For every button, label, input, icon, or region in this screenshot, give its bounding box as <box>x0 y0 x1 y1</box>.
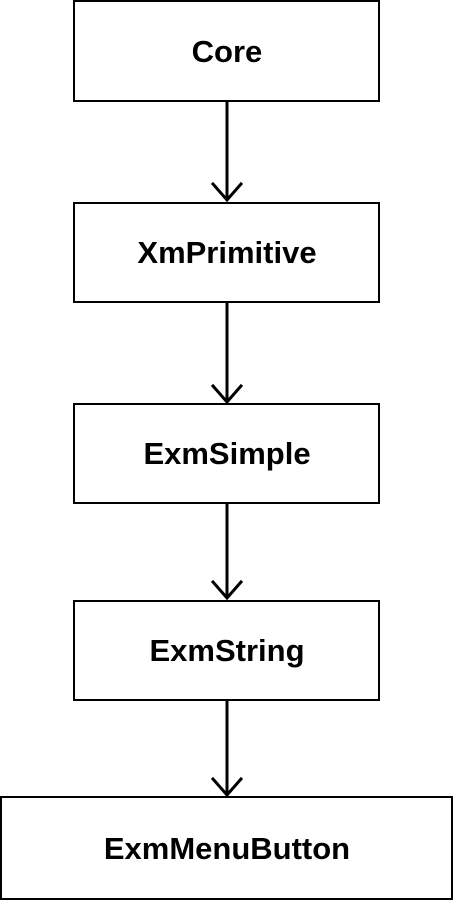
edge-exmstring-to-exmmenubutton <box>210 700 244 798</box>
node-exmstring: ExmString <box>73 600 380 701</box>
node-exmsimple-label: ExmSimple <box>143 436 310 471</box>
node-exmmenubutton: ExmMenuButton <box>0 796 453 900</box>
node-exmsimple: ExmSimple <box>73 403 380 504</box>
edge-core-to-xmprimitive <box>210 101 244 203</box>
edge-exmsimple-to-exmstring <box>210 503 244 601</box>
node-exmstring-label: ExmString <box>149 633 304 668</box>
edge-xmprimitive-to-exmsimple <box>210 302 244 405</box>
node-core: Core <box>73 0 380 102</box>
node-xmprimitive: XmPrimitive <box>73 202 380 303</box>
node-xmprimitive-label: XmPrimitive <box>137 235 316 270</box>
node-exmmenubutton-label: ExmMenuButton <box>104 831 350 866</box>
node-core-label: Core <box>192 34 263 69</box>
